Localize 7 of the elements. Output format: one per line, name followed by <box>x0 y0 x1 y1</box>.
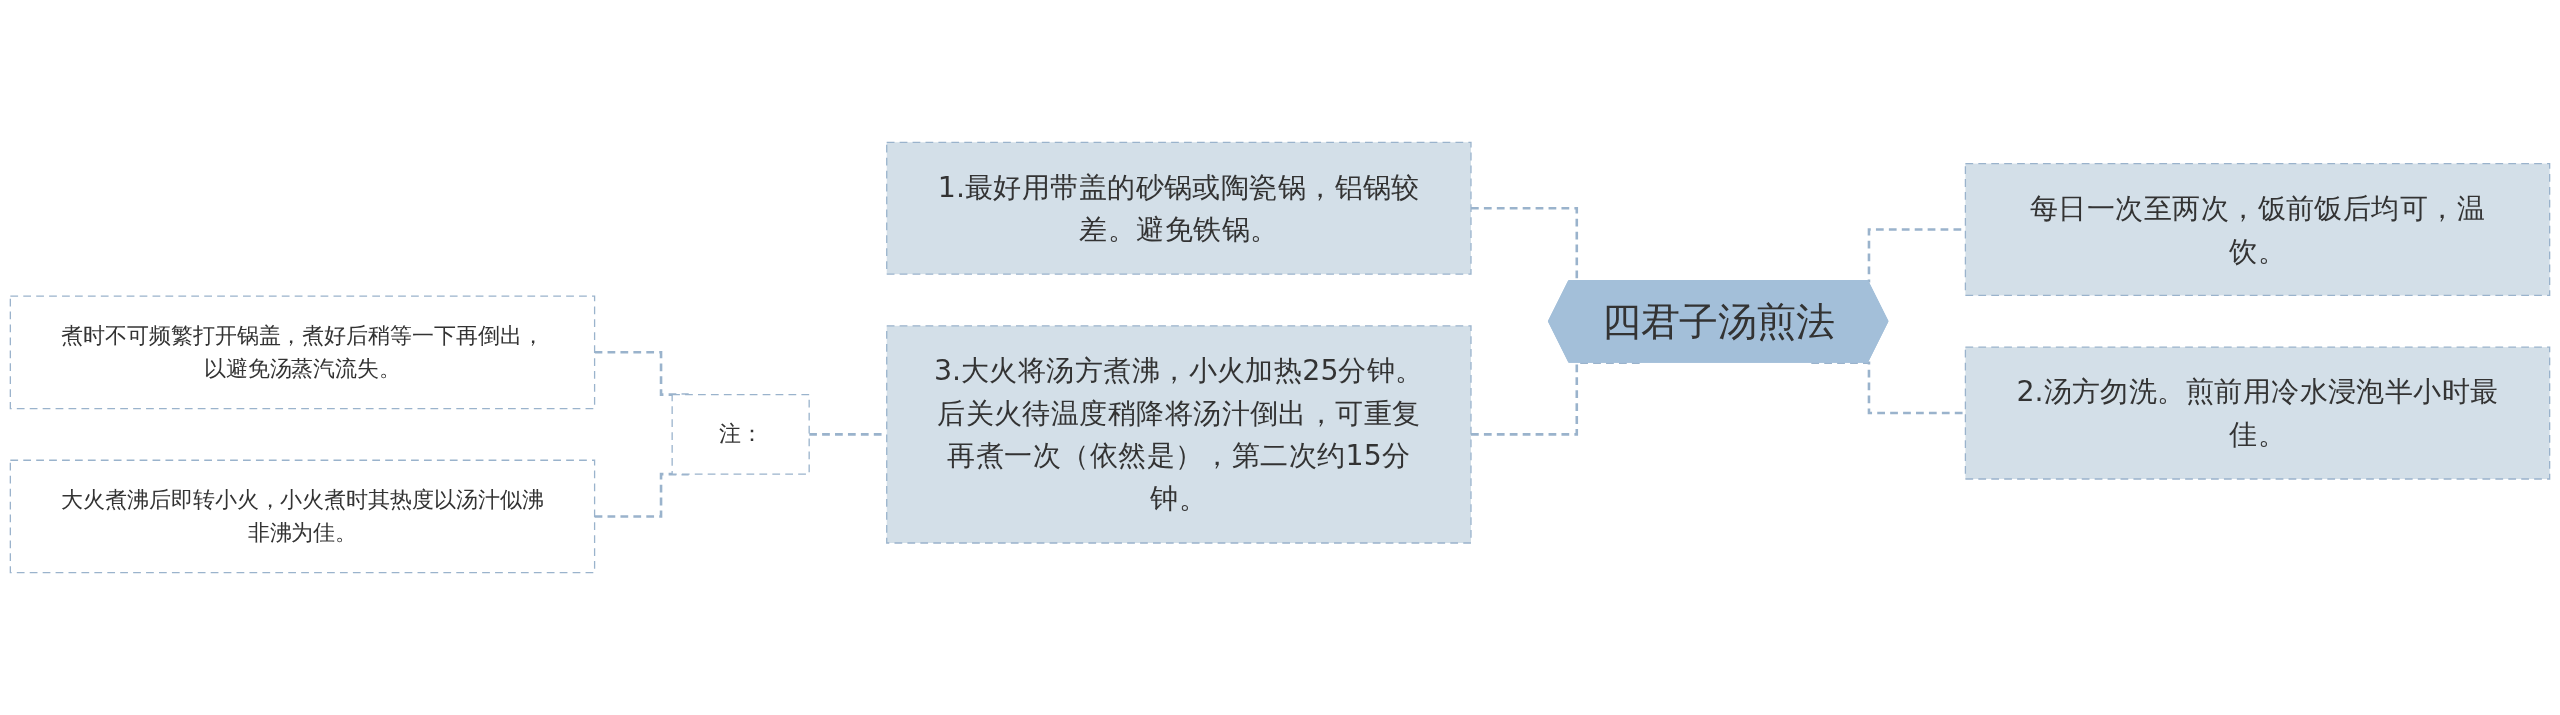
node-box: 每日一次至两次，饭前饭后均可，温饮。 <box>1964 162 2551 297</box>
node-box: 1.最好用带盖的砂锅或陶瓷锅，铝锅较差。避免铁锅。 <box>886 141 1472 275</box>
node-box: 注： <box>671 394 810 475</box>
node-box: 煮时不可频繁打开锅盖，煮好后稍等一下再倒出，以避免汤蒸汽流失。 <box>9 295 596 410</box>
node-box: 3.大火将汤方煮沸，小火加热25分钟。后关火待温度稍降将汤汁倒出，可重复再煮一次（依然是），第二次约15分钟。 <box>886 325 1472 544</box>
node-box: 2.汤方勿洗。煎前用冷水浸泡半小时最佳。 <box>1964 346 2551 480</box>
node-box: 大火煮沸后即转小火，小火煮时其热度以汤汁似沸非沸为佳。 <box>9 459 596 574</box>
